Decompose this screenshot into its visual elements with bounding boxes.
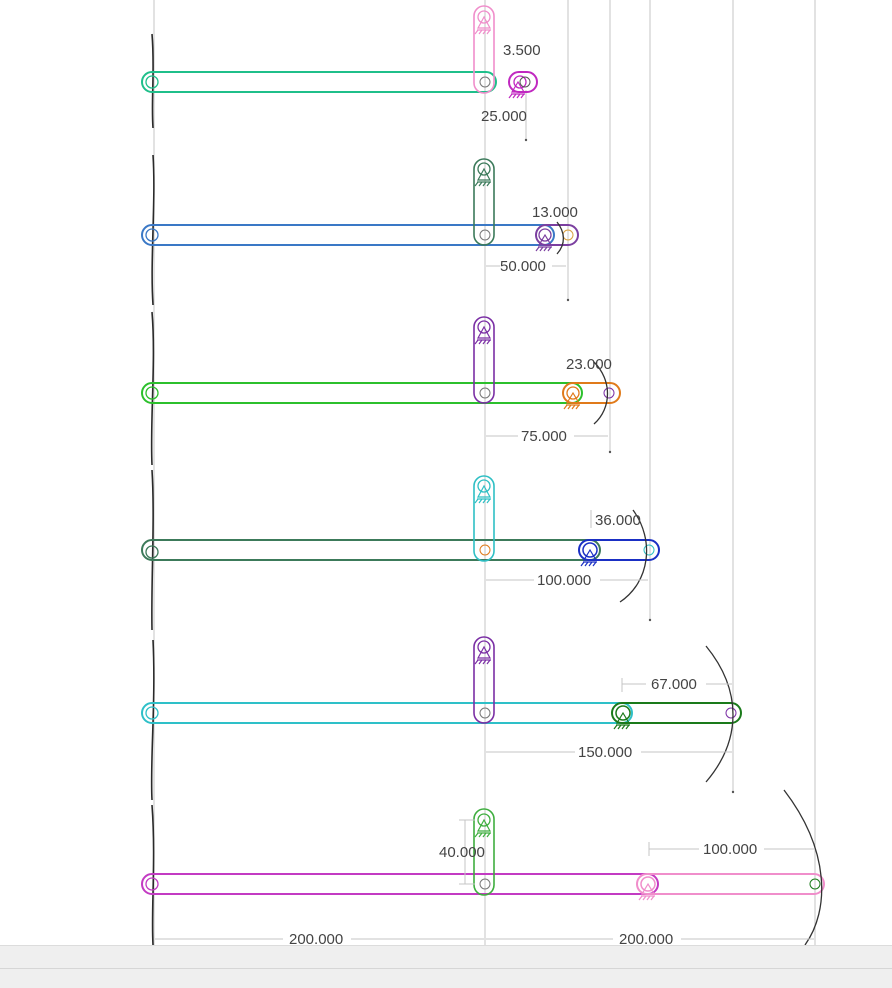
ground-hatch-icon (613, 711, 631, 730)
crank-link (473, 808, 495, 896)
crank-link (473, 636, 495, 724)
joint (145, 75, 159, 89)
ground-hatch-icon (474, 325, 492, 345)
linkage-row-2[interactable] (141, 158, 579, 255)
ground-pivot (477, 10, 491, 24)
short-link (611, 702, 742, 724)
short-link (636, 873, 825, 895)
dimension-radius[interactable]: 67.000 (651, 676, 697, 693)
ground-hatch-icon (474, 15, 492, 35)
dimension-radius[interactable]: 3.500 (503, 42, 541, 59)
crank-link (473, 475, 495, 562)
ground-hatch-icon (638, 882, 656, 901)
crank-link (473, 5, 495, 94)
status-bar (0, 945, 892, 988)
ground-hatch-icon (563, 391, 581, 410)
dimension-radius[interactable]: 36.000 (595, 512, 641, 529)
linkage-row-1[interactable] (141, 5, 538, 99)
linkage-row-5[interactable] (141, 636, 742, 783)
construction-lines (153, 0, 816, 945)
ground-hatch-icon (474, 645, 492, 665)
linkage-row-4[interactable] (141, 475, 660, 603)
ground-hatch-icon (580, 548, 598, 567)
long-link (141, 71, 497, 93)
short-link (535, 224, 579, 246)
ground-hatch-icon (535, 233, 553, 252)
dimension-horizontal[interactable]: 50.000 (500, 258, 546, 275)
long-link (141, 539, 601, 561)
crank-link (473, 316, 495, 404)
dimension-bottom-left[interactable]: 200.000 (289, 931, 343, 948)
long-link (141, 873, 659, 895)
ground-path (150, 33, 155, 946)
short-link (562, 382, 621, 404)
dimension-radius[interactable]: 100.000 (703, 841, 757, 858)
linkage-row-6[interactable] (141, 789, 825, 946)
ground-hatch-icon (474, 818, 492, 838)
long-link (141, 702, 633, 724)
joint (479, 76, 491, 88)
crank-link (473, 158, 495, 246)
long-link (141, 224, 555, 246)
dimension-radius[interactable]: 13.000 (532, 204, 578, 221)
status-bar-divider (0, 968, 892, 969)
ground-hatch-icon (508, 80, 526, 99)
dimension-bottom-right[interactable]: 200.000 (619, 931, 673, 948)
ground-hatch-icon (474, 167, 492, 187)
long-link (141, 382, 583, 404)
dimension-vertical[interactable]: 40.000 (439, 844, 485, 861)
short-link (578, 539, 660, 561)
dimension-horizontal[interactable]: 100.000 (537, 572, 591, 589)
drawing-canvas[interactable]: 3.500 25.000 13.000 50.000 23.000 75.000 (0, 0, 892, 948)
ground-hatch-icon (474, 484, 492, 504)
dimension-horizontal[interactable]: 75.000 (521, 428, 567, 445)
linkage-row-3[interactable] (141, 316, 621, 425)
dimension-radius[interactable]: 23.000 (566, 356, 612, 373)
dimension-horizontal[interactable]: 150.000 (578, 744, 632, 761)
dimension-horizontal[interactable]: 25.000 (481, 108, 527, 125)
